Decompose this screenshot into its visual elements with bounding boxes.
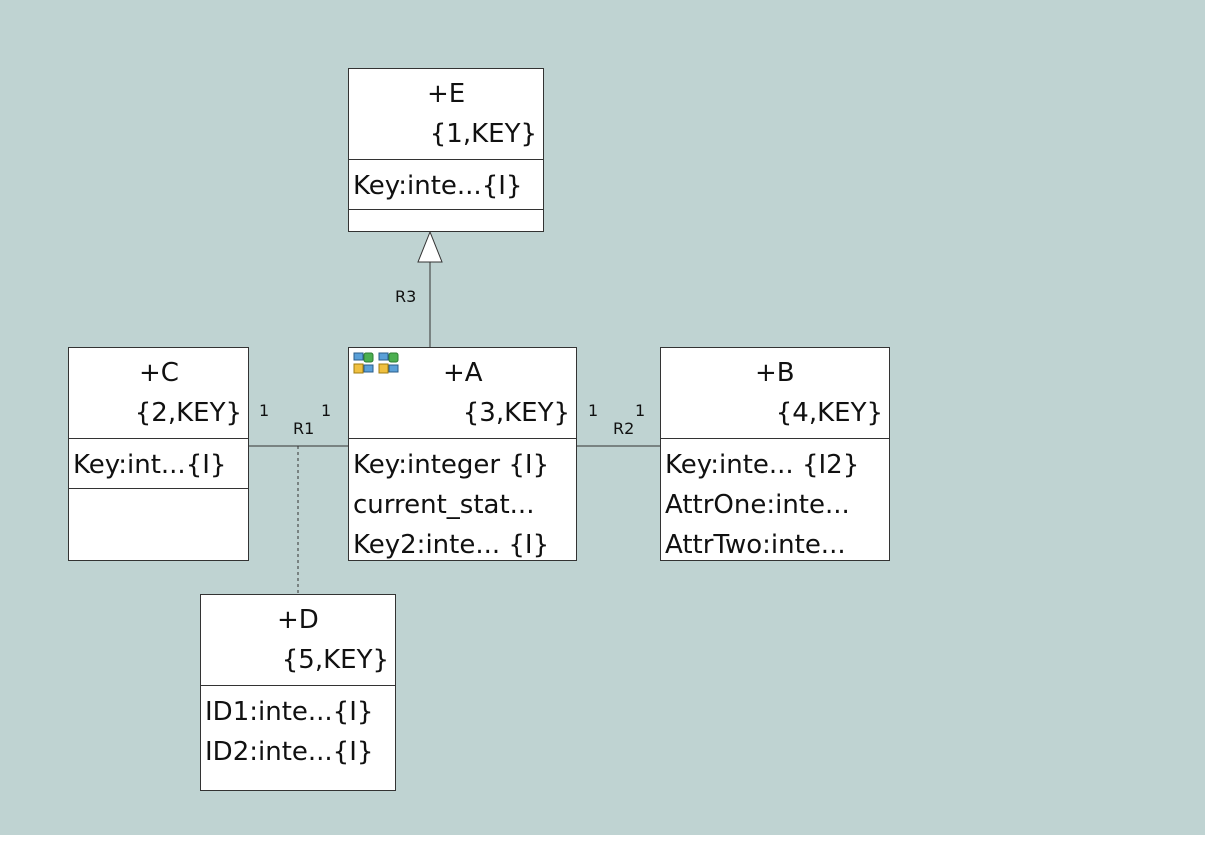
r1-label[interactable]: R1: [293, 419, 315, 438]
state-machine-icon: [353, 352, 374, 374]
class-c-key: {2,KEY}: [134, 398, 242, 428]
attribute: AttrOne:inte...: [665, 490, 850, 520]
state-model-icon: [378, 352, 399, 374]
class-a-name: +A: [443, 358, 483, 388]
r1-mult-right: 1: [321, 401, 332, 420]
attribute: Key:int...{I}: [73, 450, 227, 480]
attribute: ID1:inte...{I}: [205, 697, 374, 727]
class-c[interactable]: +C {2,KEY} Key:int...{I}: [68, 347, 249, 561]
attribute: Key:integer {I}: [353, 450, 550, 480]
diagram-canvas: +E {1,KEY} Key:inte...{I} +C {2,KEY} Key…: [0, 0, 1205, 835]
class-b-key: {4,KEY}: [775, 398, 883, 428]
attribute: ID2:inte...{I}: [205, 737, 374, 767]
r2-label[interactable]: R2: [613, 419, 635, 438]
class-d[interactable]: +D {5,KEY} ID1:inte...{I} ID2:inte...{I}: [200, 594, 396, 791]
class-d-name: +D: [277, 605, 319, 635]
relationship-lines: [248, 230, 660, 594]
r3-label[interactable]: R3: [395, 287, 417, 306]
attribute: current_stat...: [353, 490, 535, 520]
r2-mult-left: 1: [588, 401, 599, 420]
class-a-header: +A {3,KEY}: [349, 348, 576, 439]
r2-mult-right: 1: [635, 401, 646, 420]
class-a-icons: [353, 352, 400, 374]
class-e[interactable]: +E {1,KEY} Key:inte...{I}: [348, 68, 544, 232]
class-b-attributes: Key:inte... {I2} AttrOne:inte... AttrTwo…: [661, 439, 889, 565]
class-e-header: +E {1,KEY}: [349, 69, 543, 160]
class-b-header: +B {4,KEY}: [661, 348, 889, 439]
attribute: Key:inte...{I}: [353, 171, 523, 201]
class-e-key: {1,KEY}: [429, 119, 537, 149]
class-a-attributes: Key:integer {I} current_stat... Key2:int…: [349, 439, 576, 565]
class-d-attributes: ID1:inte...{I} ID2:inte...{I}: [201, 686, 395, 772]
r1-mult-left: 1: [259, 401, 270, 420]
class-c-attributes: Key:int...{I}: [69, 439, 248, 489]
class-e-attributes: Key:inte...{I}: [349, 160, 543, 210]
attribute: AttrTwo:inte...: [665, 530, 846, 560]
attribute: Key:inte... {I2}: [665, 450, 860, 480]
class-e-name: +E: [427, 79, 466, 109]
class-a[interactable]: +A {3,KEY} Key:integer {I} current_stat.…: [348, 347, 577, 561]
class-c-name: +C: [139, 358, 179, 388]
class-d-key: {5,KEY}: [281, 645, 389, 675]
class-a-key: {3,KEY}: [462, 398, 570, 428]
class-d-header: +D {5,KEY}: [201, 595, 395, 686]
class-b[interactable]: +B {4,KEY} Key:inte... {I2} AttrOne:inte…: [660, 347, 890, 561]
generalization-arrow-icon: [417, 230, 443, 263]
class-b-name: +B: [755, 358, 795, 388]
class-c-header: +C {2,KEY}: [69, 348, 248, 439]
attribute: Key2:inte... {I}: [353, 530, 550, 560]
